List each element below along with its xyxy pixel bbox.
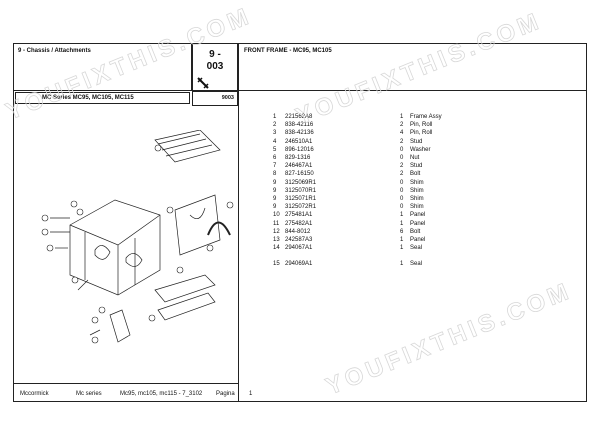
part-code: 294067A1: [285, 245, 313, 252]
part-position: 9: [273, 204, 277, 211]
series-box: MC Series MC95, MC105, MC115: [15, 92, 190, 104]
part-position: 12: [273, 228, 280, 235]
part-position: 10: [273, 212, 280, 219]
part-code: 3125072R1: [285, 204, 317, 211]
part-description: Panel: [410, 212, 426, 219]
part-quantity: 0: [400, 155, 404, 161]
part-description: Panel: [410, 220, 426, 227]
part-code: 246467A1: [285, 163, 313, 170]
part-code: 246510A1: [285, 138, 313, 145]
part-description: Bolt: [410, 228, 421, 235]
section-code-small: 9003: [221, 95, 234, 101]
part-code: 838-42136: [285, 130, 314, 137]
part-position: 8: [273, 171, 277, 178]
part-position: 3: [273, 130, 277, 137]
part-position: 7: [273, 163, 277, 170]
part-position: 4: [273, 138, 277, 145]
part-quantity: 2: [400, 163, 404, 170]
body-divider: [238, 91, 239, 402]
seal-panel-shape: [154, 130, 221, 163]
section-title: 9 - Chassis / Attachments: [18, 48, 91, 54]
part-code: 896-12016: [285, 146, 314, 153]
part-quantity: 1: [400, 220, 404, 227]
part-position: 9: [273, 196, 277, 202]
part-quantity: 2: [400, 171, 404, 178]
series-label: MC Series MC95, MC105, MC115: [42, 95, 134, 101]
part-description: Shim: [410, 187, 424, 194]
side-panel-shape: [174, 194, 221, 256]
section-header-box: 9 - Chassis / Attachments: [13, 43, 192, 91]
part-position: 14: [273, 245, 280, 252]
part-description: Shim: [410, 204, 424, 211]
part-description: Washer: [410, 146, 431, 153]
part-description: Stud: [410, 138, 423, 145]
part-code: 827-16150: [285, 171, 314, 178]
part-quantity: 1: [400, 114, 404, 120]
part-code: 3125069R1: [285, 179, 317, 186]
section-code-box: 9 - 003: [192, 43, 238, 91]
part-quantity: 6: [400, 228, 404, 235]
section-code-line2: 003: [206, 61, 224, 72]
part-quantity: 0: [400, 204, 404, 211]
part-quantity: 2: [400, 122, 404, 129]
footer-series: Mc series: [76, 391, 102, 397]
part-quantity: 1: [400, 237, 404, 243]
part-code: 242587A3: [285, 237, 313, 243]
part-quantity: 2: [400, 138, 404, 145]
part-description: Nut: [410, 155, 420, 161]
part-quantity: 4: [400, 130, 404, 137]
part-quantity: 0: [400, 187, 404, 194]
part-description: Frame Assy: [410, 114, 442, 120]
part-quantity: 1: [400, 245, 404, 252]
part-quantity: 1: [400, 212, 404, 219]
part-description: Pin, Roll: [410, 130, 433, 137]
assembly-title: FRONT FRAME - MC95, MC105: [244, 48, 332, 54]
main-frame-shape: [69, 199, 161, 296]
section-code-line1: 9 -: [209, 49, 221, 60]
part-position: 9: [273, 187, 277, 194]
part-position: 9: [273, 179, 277, 186]
part-description: Panel: [410, 237, 426, 243]
part-code: 275481A1: [285, 212, 313, 219]
part-description: Seal: [410, 245, 423, 252]
part-description: Shim: [410, 179, 424, 186]
footer-page-number: 1: [249, 391, 253, 397]
part-quantity: 0: [400, 146, 404, 153]
part-description: Stud: [410, 163, 423, 170]
part-description: Seal: [410, 261, 423, 268]
part-position: 5: [273, 146, 277, 153]
part-code: 844-8012: [285, 228, 311, 235]
part-quantity: 0: [400, 196, 404, 202]
part-quantity: 1: [400, 261, 404, 268]
part-code: 3125070R1: [285, 187, 317, 194]
part-position: 13: [273, 237, 280, 243]
footer-models: Mc95, mc105, mc115 - 7_3102: [120, 391, 203, 397]
footer-page-label: Pagina: [216, 391, 235, 397]
footer-brand: Mccormick: [20, 391, 49, 397]
part-code: 221562A8: [285, 114, 313, 120]
part-code: 838-42116: [285, 122, 314, 129]
part-code: 275482A1: [285, 220, 313, 227]
part-description: Shim: [410, 196, 424, 202]
part-code: 3125071R1: [285, 196, 317, 202]
part-position: 2: [273, 122, 277, 129]
part-position: 11: [273, 220, 280, 227]
footer-divider: [13, 383, 238, 384]
part-description: Bolt: [410, 171, 421, 178]
assembly-header-box: FRONT FRAME - MC95, MC105: [238, 43, 587, 91]
exploded-parts-diagram: [41, 130, 234, 344]
part-position: 6: [273, 155, 277, 161]
section-code-small-box: 9003: [192, 91, 238, 106]
part-description: Pin, Roll: [410, 122, 433, 129]
part-code: 829-1316: [285, 155, 311, 161]
part-code: 294069A1: [285, 261, 313, 268]
part-quantity: 0: [400, 179, 404, 186]
wrench-icon: [197, 77, 209, 89]
part-position: 15: [273, 261, 280, 268]
part-position: 1: [273, 114, 277, 120]
